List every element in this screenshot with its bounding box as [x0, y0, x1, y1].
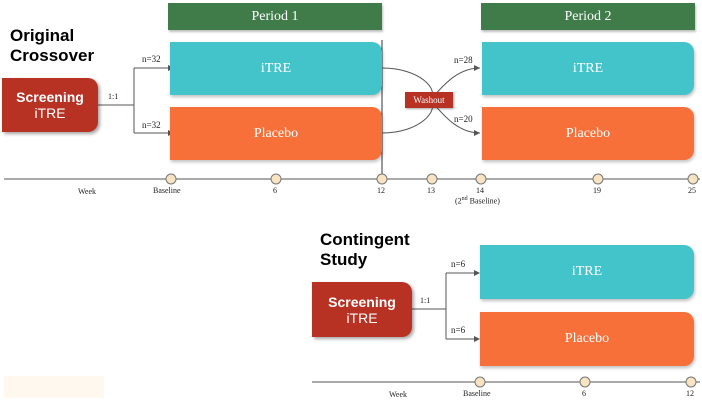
second-baseline-sup: nd	[461, 196, 468, 202]
n-p2-itre: n=28	[454, 55, 473, 65]
tick-label-12: 12	[377, 186, 385, 195]
contingent-tick-label-baseline: Baseline	[463, 389, 491, 398]
screening-box-original: Screening iTRE	[2, 78, 98, 132]
week-label-contingent: Week	[389, 390, 408, 399]
arrowhead-p2-placebo	[474, 130, 480, 136]
p2-itre-arm: iTRE	[482, 42, 694, 95]
contingent-tick-baseline	[474, 376, 486, 388]
tick-12	[376, 173, 388, 185]
contingent-itre-label: iTRE	[571, 264, 603, 279]
contingent-screening-label: Screening	[328, 293, 396, 310]
contingent-placebo-arm: Placebo	[480, 312, 694, 366]
tick-label-25: 25	[688, 186, 696, 195]
screening-label: Screening	[16, 89, 84, 105]
faint-placeholder-rect	[4, 376, 104, 398]
tick-13	[426, 173, 438, 185]
tick-label-13: 13	[427, 186, 435, 195]
tick-label-19: 19	[593, 186, 601, 195]
tick-baseline	[165, 173, 177, 185]
arrowhead-p2-itre	[474, 65, 480, 71]
tick-19	[592, 173, 604, 185]
n-p1-placebo: n=32	[142, 120, 161, 130]
ratio-label-original: 1:1	[108, 92, 119, 101]
tick-label-baseline: Baseline	[153, 186, 181, 195]
period2-bar: Period 2	[481, 3, 695, 30]
washout-box: Washout	[405, 92, 453, 108]
p2-placebo-label: Placebo	[565, 125, 611, 141]
contingent-itre-arm: iTRE	[480, 245, 694, 299]
tick-6	[270, 173, 282, 185]
screening-sublabel: iTRE	[34, 105, 66, 121]
contingent-tick-label-12: 12	[686, 389, 694, 398]
washout-label: Washout	[413, 95, 445, 105]
screening-box-contingent: Screening iTRE	[312, 282, 412, 337]
tick-label-6: 6	[273, 186, 277, 195]
n-p1-itre: n=32	[142, 54, 161, 64]
tick-14	[475, 173, 487, 185]
contingent-tick-12	[685, 376, 697, 388]
second-baseline-pre: (2	[455, 196, 462, 206]
contingent-study-title: Contingent Study	[320, 230, 410, 270]
contingent-placebo-label: Placebo	[564, 331, 610, 346]
contingent-tick-6	[579, 376, 591, 388]
period1-bar: Period 1	[168, 3, 382, 30]
contingent-n-itre: n=6	[451, 259, 466, 269]
contingent-title-line1: Contingent	[320, 230, 410, 249]
period1-label: Period 1	[251, 8, 299, 24]
p1-placebo-label: Placebo	[253, 125, 299, 141]
contingent-n-placebo: n=6	[451, 325, 466, 335]
p2-itre-label: iTRE	[572, 60, 604, 76]
tick-label-14: 14	[476, 186, 484, 195]
second-baseline-label: (2nd Baseline)	[455, 196, 500, 206]
ratio-label-contingent: 1:1	[420, 296, 431, 305]
contingent-arrowhead-itre	[474, 270, 480, 276]
contingent-arrowhead-placebo	[474, 336, 480, 342]
p1-itre-arm: iTRE	[170, 42, 382, 95]
contingent-title-line2: Study	[320, 250, 368, 269]
n-p2-placebo: n=20	[454, 114, 473, 124]
p1-itre-label: iTRE	[260, 60, 292, 76]
contingent-tick-label-6: 6	[582, 389, 586, 398]
period2-label: Period 2	[564, 8, 612, 24]
second-baseline-post: Baseline)	[467, 196, 500, 206]
week-label-original: Week	[78, 187, 97, 196]
original-title-line1: Original	[10, 26, 75, 45]
p1-placebo-arm: Placebo	[170, 107, 382, 160]
original-title-line2: Crossover	[10, 46, 95, 65]
p2-placebo-arm: Placebo	[482, 107, 694, 160]
tick-25	[687, 173, 699, 185]
original-crossover-title: Original Crossover	[10, 26, 94, 66]
contingent-screening-sublabel: iTRE	[346, 309, 378, 326]
